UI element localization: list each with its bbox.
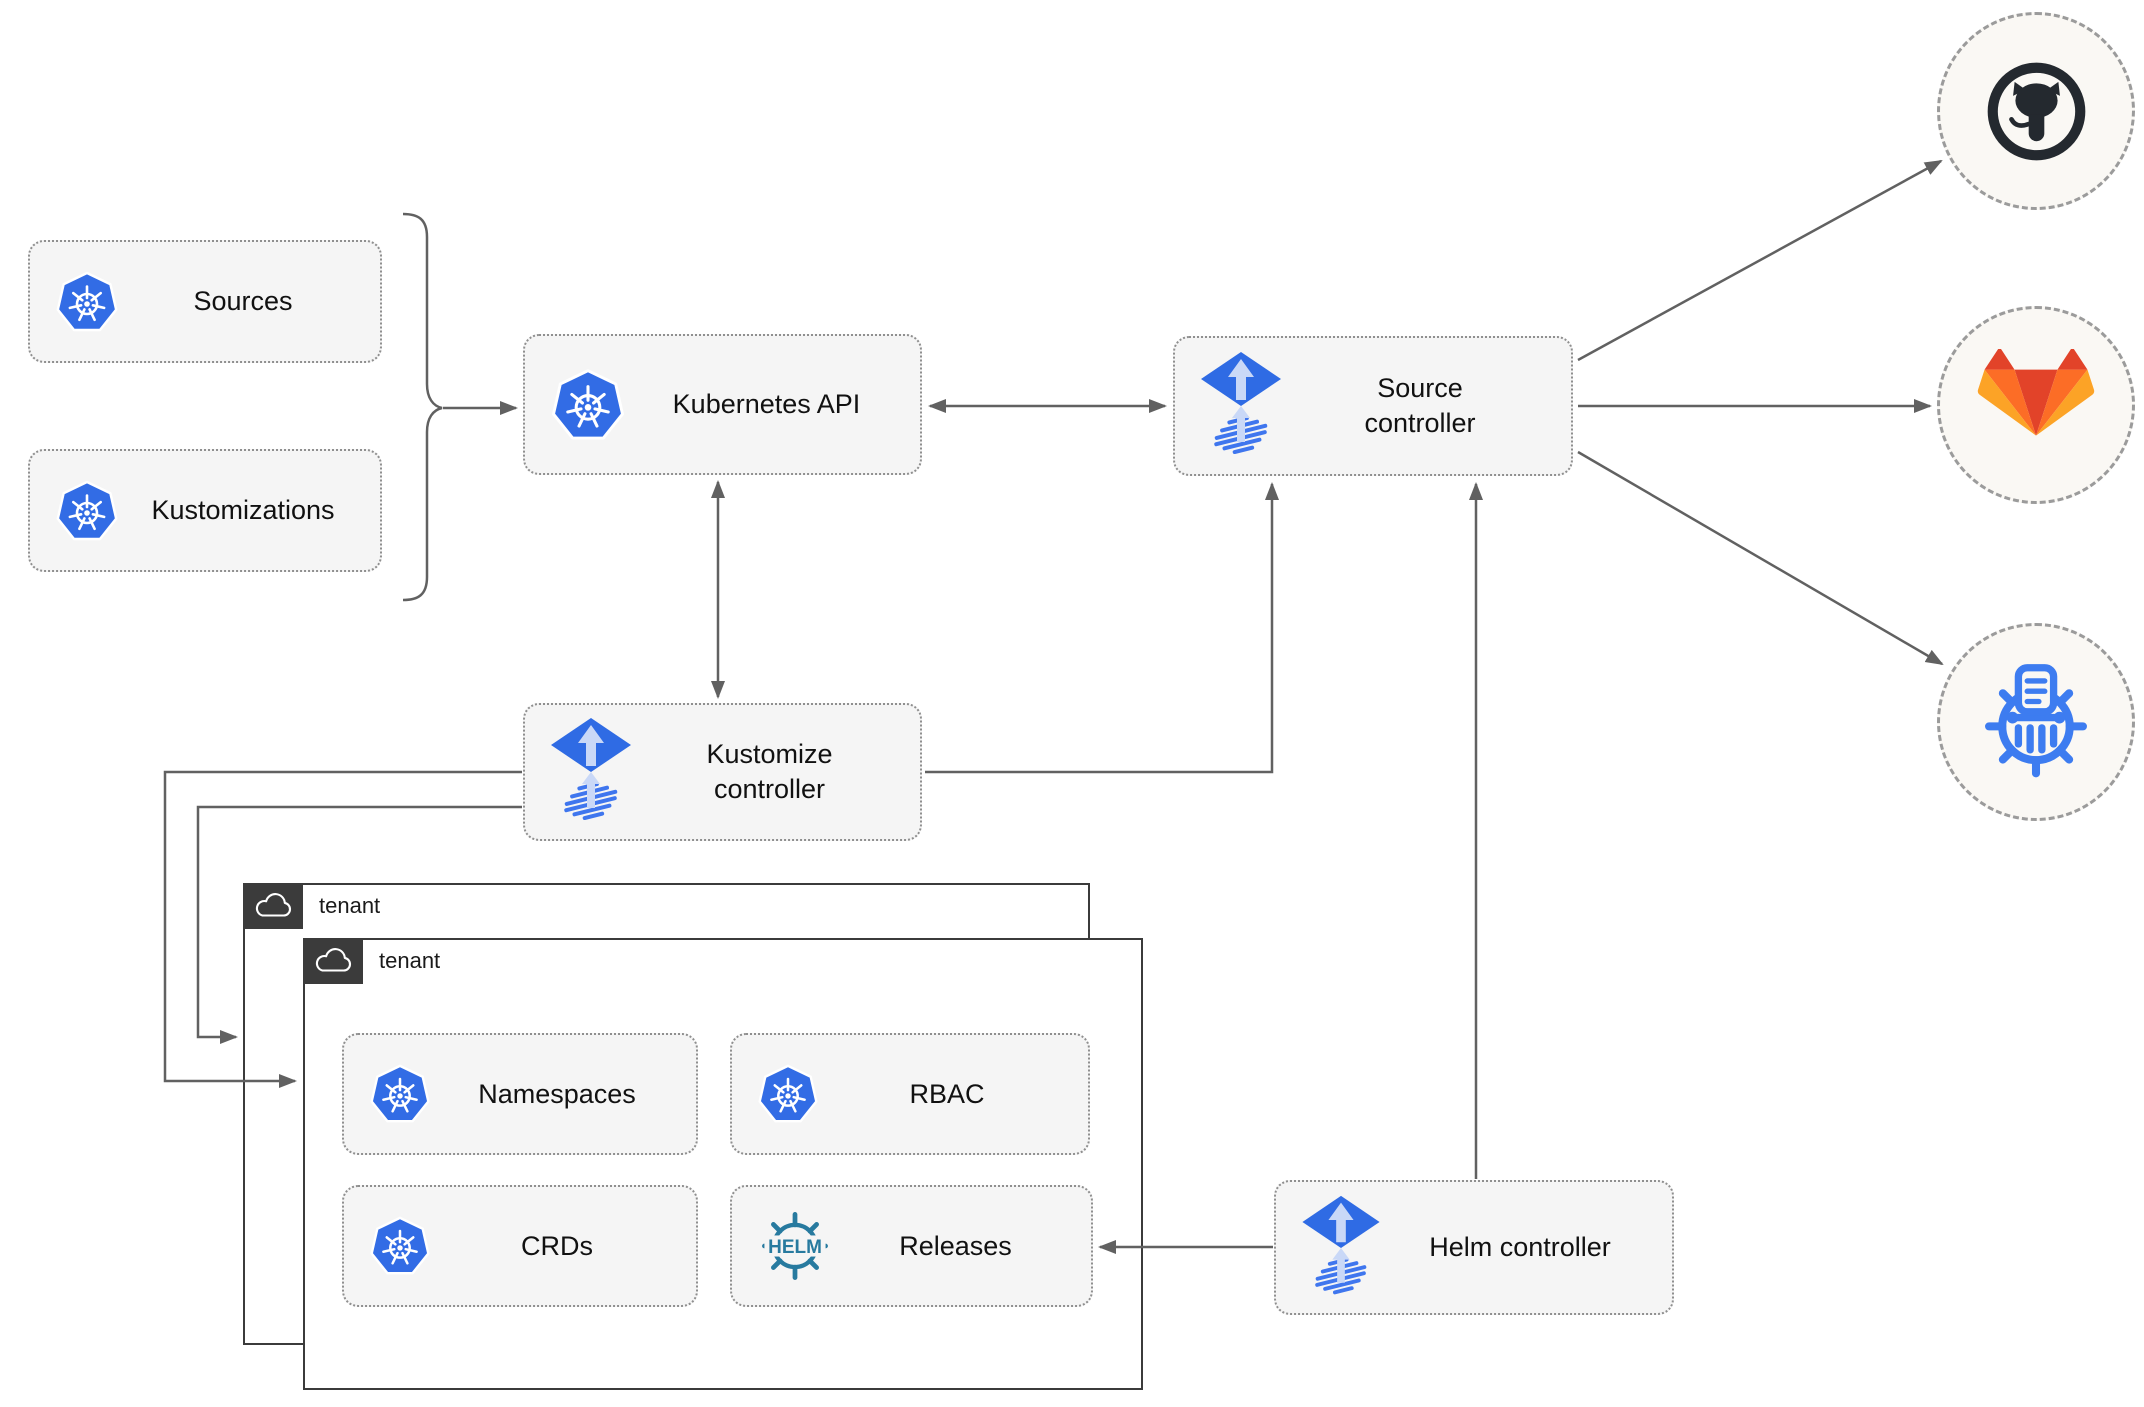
- kubernetes-icon: [54, 269, 120, 335]
- kubernetes-icon: [368, 1214, 432, 1278]
- node-label: Kustomizations: [151, 495, 335, 526]
- kubernetes-icon: [549, 366, 627, 444]
- node-label: RBAC: [909, 1078, 985, 1109]
- node-kustomize-controller: Kustomize controller: [523, 703, 922, 841]
- brace-sources-group: [402, 212, 443, 602]
- node-label: Releases: [899, 1230, 1012, 1261]
- node-sources: Sources: [28, 240, 382, 363]
- tenant-tab: [303, 938, 363, 984]
- node-kubernetes-api: Kubernetes API: [523, 334, 922, 475]
- flux-icon: [1199, 350, 1283, 462]
- svg-text:HELM: HELM: [768, 1237, 822, 1258]
- node-namespaces: Namespaces: [342, 1033, 698, 1155]
- node-label: Source controller: [1364, 373, 1476, 438]
- tenant-label: tenant: [379, 948, 441, 973]
- tenant-tab: [243, 883, 303, 929]
- chartmuseum-circle: [1937, 623, 2135, 821]
- tenant-label: tenant: [319, 893, 381, 918]
- cloud-icon: [315, 948, 352, 972]
- edge-kustomize-source: [925, 482, 1279, 774]
- node-label: CRDs: [521, 1230, 593, 1261]
- edge-source-github: [1577, 159, 1943, 362]
- node-releases: HELM Releases: [730, 1185, 1093, 1307]
- node-label: Kustomize controller: [706, 739, 833, 804]
- kubernetes-icon: [368, 1062, 432, 1126]
- node-kustomizations: Kustomizations: [28, 449, 382, 572]
- gitlab-icon: [1977, 349, 2095, 436]
- node-label: Sources: [193, 286, 293, 317]
- gitlab-circle: [1937, 306, 2135, 504]
- chartmuseum-icon: [1985, 664, 2087, 778]
- edge-source-chartmuseum: [1577, 450, 1944, 666]
- tenant-box-inner: tenant: [303, 938, 1143, 1390]
- node-label: Namespaces: [478, 1078, 636, 1109]
- node-helm-controller: Helm controller: [1274, 1180, 1674, 1315]
- node-crds: CRDs: [342, 1185, 698, 1307]
- flux-icon: [1300, 1194, 1382, 1302]
- helm-wheel-icon: HELM: [756, 1207, 834, 1285]
- kubernetes-icon: [54, 478, 120, 544]
- kubernetes-icon: [756, 1062, 820, 1126]
- node-label: Kubernetes API: [672, 389, 861, 420]
- cloud-icon: [255, 893, 292, 917]
- node-source-controller: Source controller: [1173, 336, 1573, 476]
- github-circle: [1937, 12, 2135, 210]
- node-label: Helm controller: [1429, 1232, 1611, 1263]
- flux-icon: [549, 716, 633, 828]
- github-icon: [1987, 62, 2085, 160]
- node-rbac: RBAC: [730, 1033, 1090, 1155]
